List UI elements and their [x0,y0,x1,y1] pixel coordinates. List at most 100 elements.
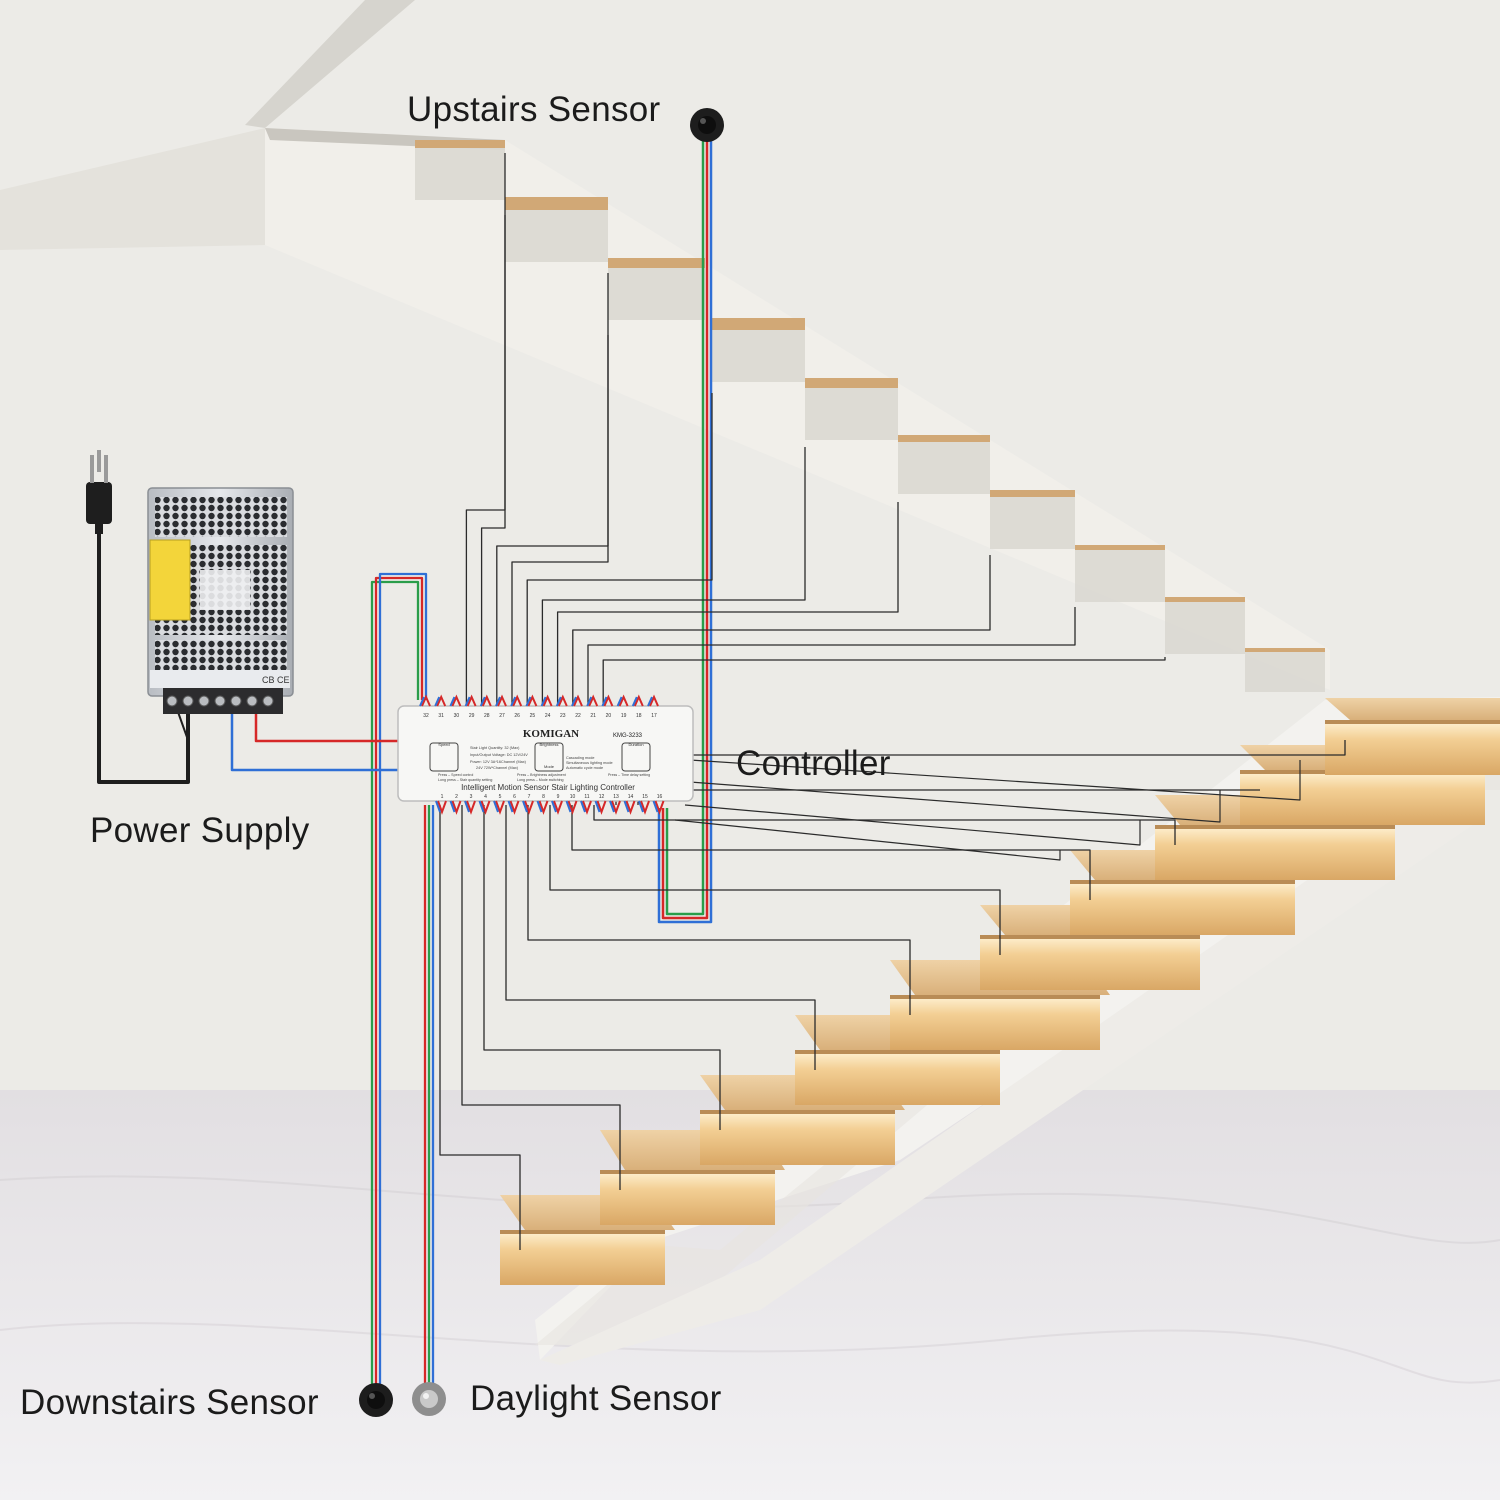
upper-step-riser-1 [415,148,505,200]
top-port-label-29: 29 [469,713,475,719]
bottom-port-wire-7 [524,800,534,815]
bottom-port-wire-14 [625,800,636,815]
top-port-wire-21 [588,694,599,707]
bottom-port-wire-8 [538,800,549,815]
controller-brand: KOMIGAN [523,728,579,740]
upper-riser-wire-6 [541,447,806,706]
psu-terminal-2 [182,695,194,707]
controller-mode-3: Automatic cycle mode [566,766,603,770]
top-port-label-25: 25 [530,713,536,719]
lower-step-riser-lit-1 [500,1230,665,1285]
upstairs-sensor-icon [690,108,724,142]
upper-riser-wire-10 [602,657,1166,706]
psu-cert-label: CB CE [262,675,290,685]
upper-step-nosing-5 [805,378,898,388]
upper-step-riser-2 [505,210,608,262]
downstairs-sensor-label: Downstairs Sensor [20,1383,319,1422]
psu-positive-wire [254,712,398,743]
lower-step-riser-lit-2 [600,1170,775,1225]
upper-landing [0,128,265,250]
top-port-label-23: 23 [560,713,566,719]
downstairs-sensor-wire-3 [378,572,428,1385]
bottom-port-label-6: 6 [513,794,516,800]
bottom-port-wire-13 [611,800,621,815]
bottom-port-label-11: 11 [584,794,589,800]
lower-step-nosing-10 [1325,720,1500,724]
top-port-label-26: 26 [514,713,520,719]
controller-hint-1: Press – Speed control [438,773,474,777]
mains-cable [97,534,190,784]
right-riser-wire-4 [674,819,1061,861]
controller-spec-4: 24V 72W*Channel (Max) [476,766,519,770]
top-port-wire-17 [649,694,659,707]
top-port-label-27: 27 [499,713,505,719]
controller-caption: Intelligent Motion Sensor Stair Lighting… [461,783,635,792]
bottom-port-label-5: 5 [499,794,502,800]
upper-step-riser-9 [1165,602,1245,654]
downstairs-sensor-wire-1 [370,580,420,1385]
top-port-wire-20 [603,694,614,707]
upper-riser-wire-9 [587,607,1076,706]
bottom-port-label-12: 12 [599,794,605,800]
bottom-port-label-8: 8 [542,794,545,800]
controller-spec-1: Stair Light Quantity: 32 (Max) [470,746,520,750]
lower-step-tread-10 [1325,698,1500,720]
controller-hint-3: Press – Brightness adjustment [517,773,566,777]
bottom-port-wire-16 [654,800,665,815]
bottom-port-label-4: 4 [484,794,487,800]
downstairs-sensor-icon [359,1383,393,1417]
lower-step-nosing-6 [980,935,1200,939]
bottom-port-wire-3 [466,800,476,815]
daylight-sensor-label: Daylight Sensor [470,1379,722,1418]
lower-step-riser-lit-4 [795,1050,1000,1105]
top-port-label-28: 28 [484,713,490,719]
top-port-wire-26 [512,694,523,707]
controller-button-mode: Mode [544,764,555,769]
power-supply-label: Power Supply [90,811,310,850]
bottom-port-label-2: 2 [455,794,458,800]
lower-step-nosing-4 [795,1050,1000,1054]
upper-step-riser-5 [805,388,898,440]
lower-step-nosing-5 [890,995,1100,999]
bottom-port-wire-11 [582,800,592,815]
controller-hint-4: Long press – Mode switching [517,778,564,782]
upper-step-nosing-6 [898,435,990,442]
lower-riser-wire-3 [483,805,721,1130]
top-port-wire-23 [557,694,568,707]
lower-step-riser-lit-8 [1155,825,1395,880]
bottom-port-wire-2 [451,800,462,815]
upper-riser-wire-7 [556,502,899,706]
psu-terminals [166,695,274,707]
right-riser-wire-2 [689,781,1221,823]
upper-step-riser-8 [1075,550,1165,602]
upper-step-riser-3 [608,268,705,320]
lower-step-riser-lit-6 [980,935,1200,990]
bottom-port-label-10: 10 [570,794,576,800]
top-port-wire-18 [633,694,644,707]
bottom-port-wire-12 [596,800,607,815]
bottom-port-wire-1 [437,800,447,815]
psu-terminal-5 [230,695,242,707]
top-port-wire-27 [497,694,507,707]
controller-mode-2: Simultaneous lighting mode [566,761,613,765]
psu-negative-wire [230,712,398,772]
controller-device: KOMIGAN KMG-3233 Intelligent Motion Sens… [397,694,694,815]
controller-label: Controller [736,744,891,783]
top-port-wire-32 [421,694,431,707]
psu-terminal-7 [262,695,274,707]
upper-step-nosing-2 [505,197,608,210]
downstairs-sensor-wire-2 [374,576,424,1385]
bottom-port-wire-9 [553,800,563,815]
upper-step-nosing-10 [1245,648,1325,652]
top-port-label-24: 24 [545,713,551,719]
lower-step-riser-lit-5 [890,995,1100,1050]
top-port-label-17: 17 [651,713,657,719]
controller-model: KMG-3233 [613,733,643,739]
controller-spec-3: Power: 12V 3A*16Channel (Max) [470,760,527,764]
lower-step-riser-lit-10 [1325,720,1500,775]
lower-step-nosing-7 [1070,880,1295,884]
psu-terminal-6 [246,695,258,707]
